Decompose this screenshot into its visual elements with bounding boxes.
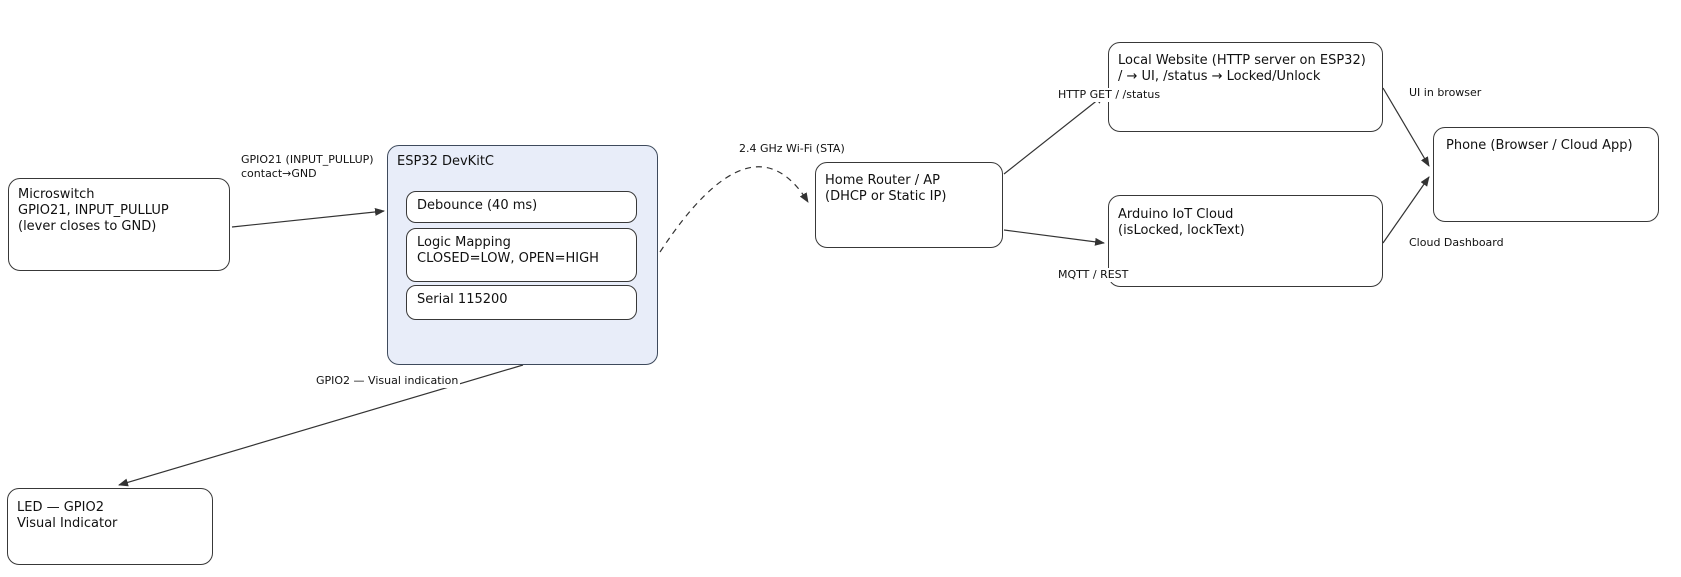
edge-label-gpio2-visual-indication: GPIO2 — Visual indication — [314, 374, 461, 388]
edge-label-http-get-status: HTTP GET / /status — [1056, 88, 1163, 102]
node-serial: Serial 115200 — [406, 285, 637, 320]
node-phone-line: Phone (Browser / Cloud App) — [1446, 138, 1633, 153]
edge-local-website-phone — [1382, 87, 1430, 167]
node-logic-mapping: Logic Mapping CLOSED=LOW, OPEN=HIGH — [406, 228, 637, 282]
edge-label-gpio21-input-pullup: GPIO21 (INPUT_PULLUP) contact→GND — [239, 153, 376, 181]
node-esp32-title: ESP32 DevKitC — [397, 154, 494, 169]
edge-microswitch-esp32 — [231, 207, 385, 228]
edge-router-local-website — [1003, 94, 1105, 175]
edge-label-wifi: 2.4 GHz Wi-Fi (STA) — [737, 142, 847, 156]
node-debounce: Debounce (40 ms) — [406, 191, 637, 223]
node-microswitch-line: (lever closes to GND) — [18, 219, 157, 234]
node-home-router-line: Home Router / AP — [825, 173, 940, 188]
node-home-router-line: (DHCP or Static IP) — [825, 189, 947, 204]
node-logic-mapping-line: Logic Mapping — [417, 235, 511, 250]
node-esp32-devkitc: ESP32 DevKitC Debounce (40 ms) Logic Map… — [387, 145, 658, 365]
node-logic-mapping-line: CLOSED=LOW, OPEN=HIGH — [417, 251, 599, 266]
node-debounce-line: Debounce (40 ms) — [417, 198, 538, 213]
node-microswitch: Microswitch GPIO21, INPUT_PULLUP (lever … — [8, 178, 230, 271]
node-led-indicator-line: Visual Indicator — [17, 516, 118, 531]
edge-arduino-cloud-phone — [1382, 176, 1430, 244]
node-home-router: Home Router / AP (DHCP or Static IP) — [815, 162, 1003, 248]
edge-esp32-router-wifi — [659, 166, 809, 253]
node-arduino-iot-cloud-line: Arduino IoT Cloud — [1118, 207, 1234, 222]
node-arduino-iot-cloud: Arduino IoT Cloud (isLocked, lockText) — [1108, 195, 1383, 287]
node-microswitch-line: GPIO21, INPUT_PULLUP — [18, 203, 169, 218]
node-led-indicator-line: LED — GPIO2 — [17, 500, 104, 515]
node-phone: Phone (Browser / Cloud App) — [1433, 127, 1659, 222]
node-led-indicator: LED — GPIO2 Visual Indicator — [7, 488, 213, 565]
node-local-website-line: Local Website (HTTP server on ESP32) — [1118, 53, 1366, 68]
edge-router-arduino-cloud — [1003, 229, 1105, 246]
node-serial-line: Serial 115200 — [417, 292, 508, 307]
edge-label-ui-in-browser: UI in browser — [1407, 86, 1484, 100]
node-local-website: Local Website (HTTP server on ESP32) / →… — [1108, 42, 1383, 132]
edge-label-gpio21-line: GPIO21 (INPUT_PULLUP) — [241, 153, 374, 166]
edge-label-cloud-dashboard: Cloud Dashboard — [1407, 236, 1506, 250]
node-microswitch-line: Microswitch — [18, 187, 95, 202]
edge-label-gpio21-line: contact→GND — [241, 167, 317, 180]
node-local-website-line: / → UI, /status → Locked/Unlock — [1118, 69, 1321, 84]
edge-label-mqtt-rest: MQTT / REST — [1056, 268, 1131, 282]
node-arduino-iot-cloud-line: (isLocked, lockText) — [1118, 223, 1245, 238]
